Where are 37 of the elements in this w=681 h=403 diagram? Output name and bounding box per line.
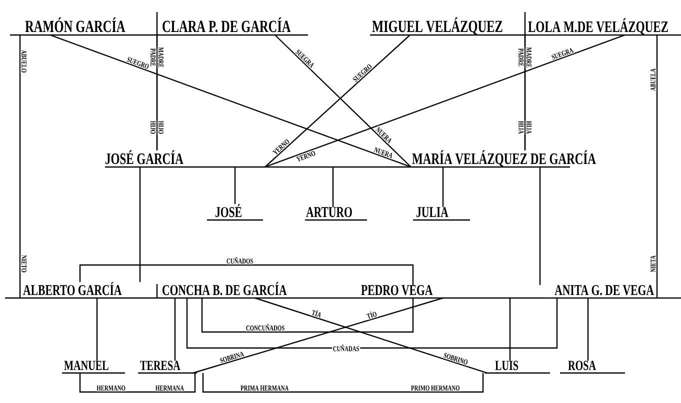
person-name: MANUEL bbox=[62, 360, 125, 374]
kinship-line bbox=[139, 167, 141, 282]
kinship-line bbox=[587, 298, 589, 361]
kinship-line bbox=[539, 167, 541, 286]
person-name: CONCHA B. DE GARCÍA bbox=[155, 282, 355, 299]
kinship-line bbox=[201, 298, 414, 333]
person-name: ARTURO bbox=[305, 207, 367, 221]
kinship-line bbox=[79, 264, 414, 286]
kinship-line bbox=[156, 35, 158, 150]
person-name: ROSA bbox=[560, 360, 625, 374]
kinship-line bbox=[332, 167, 334, 208]
kinship-line bbox=[264, 34, 626, 168]
kinship-line bbox=[19, 35, 21, 298]
kinship-line bbox=[234, 167, 236, 204]
person-name: JOSÉ bbox=[207, 204, 263, 221]
person-name: CLARA P. DE GARCÍA bbox=[157, 17, 308, 36]
person-name: MIGUEL VELÁZQUEZ bbox=[370, 17, 525, 36]
kinship-line bbox=[656, 35, 658, 298]
person-name: ALBERTO GARCÍA bbox=[5, 282, 155, 299]
kinship-line bbox=[202, 373, 484, 393]
person-name: JULIA bbox=[413, 207, 470, 221]
kinship-line bbox=[254, 297, 488, 374]
person-name: LOLA M.DE VELÁZQUEZ bbox=[525, 18, 681, 36]
person-name: TERESA bbox=[138, 360, 197, 374]
person-name: RAMÓN GARCÍA bbox=[10, 17, 157, 36]
person-name: PEDRO VEGA bbox=[355, 285, 540, 299]
kinship-line bbox=[79, 373, 196, 393]
kinship-line bbox=[524, 35, 526, 150]
person-name: LUIS bbox=[485, 360, 550, 374]
kinship-line bbox=[174, 298, 176, 361]
kinship-line bbox=[50, 34, 412, 168]
kinship-line bbox=[192, 297, 444, 374]
person-name: ANITA G. DE VEGA bbox=[540, 285, 681, 299]
kinship-line bbox=[509, 298, 511, 361]
kinship-line bbox=[96, 298, 98, 361]
kinship-line bbox=[442, 167, 444, 208]
kinship-line bbox=[186, 298, 558, 349]
